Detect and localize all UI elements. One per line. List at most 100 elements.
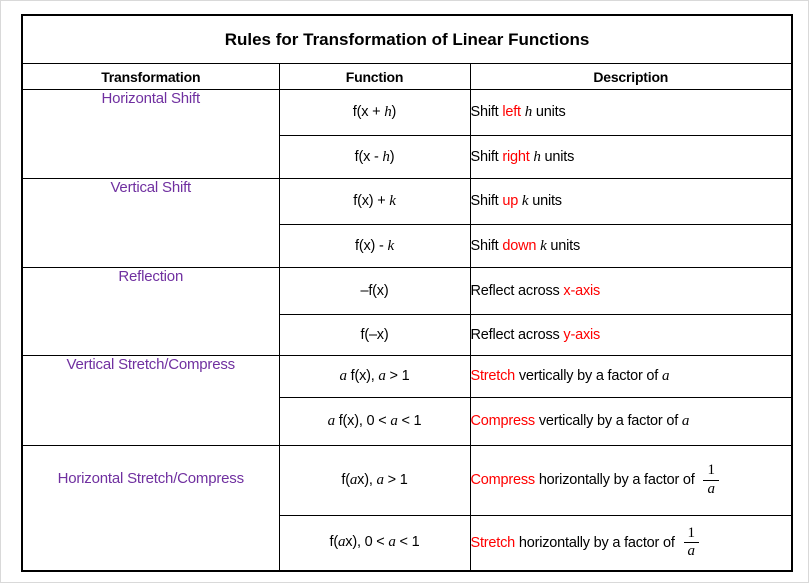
text-segment: k (540, 237, 547, 254)
function-cell: f(ax), a > 1 (278, 445, 471, 516)
function-cell: f(ax), 0 < a < 1 (278, 515, 471, 571)
text-segment: f(x) - (355, 237, 388, 254)
table-row: f(x - h) Shift right h units (22, 135, 793, 179)
function-cell: f(x - h) (278, 135, 471, 179)
text-segment: a (661, 368, 670, 384)
fraction-numerator: 1 (703, 462, 719, 481)
function-cell: –f(x) (278, 267, 471, 315)
function-cell: a f(x), 0 < a < 1 (278, 397, 471, 446)
description-cell: Shift right h units (469, 135, 793, 179)
text-segment: units (546, 237, 580, 254)
column-header-transformation: Transformation (21, 63, 280, 90)
text-segment: < 1 (397, 413, 422, 429)
text-segment: f(–x) (360, 327, 389, 343)
text-segment: Shift (470, 148, 503, 165)
table-row: a f(x), 0 < a < 1 Compress vertically by… (22, 397, 793, 446)
table-row: f(–x) Reflect across y-axis (22, 314, 793, 356)
text-segment: f(x), 0 < (334, 413, 391, 429)
function-cell: f(x) - k (278, 224, 471, 268)
text-segment: units (532, 104, 566, 120)
text-segment: f(x), (346, 368, 379, 384)
text-segment: y-axis (563, 327, 601, 343)
function-cell: f(–x) (278, 314, 471, 356)
column-header-description: Description (469, 63, 793, 90)
text-segment: Shift (470, 193, 503, 209)
table-row: Vertical Stretch/Compress a f(x), a > 1 … (21, 355, 793, 446)
text-segment: Shift (470, 237, 503, 254)
description-cell: Shift up k units (469, 178, 793, 225)
text-segment: > 1 (385, 368, 410, 384)
text-segment: h (533, 148, 541, 165)
text-segment: a (337, 534, 346, 551)
function-cell: f(x + h) (278, 89, 471, 136)
text-segment: a (376, 472, 385, 488)
description-cell: Reflect across y-axis (469, 314, 793, 356)
text-segment: horizontally by a factor of (534, 472, 699, 489)
function-cell: a f(x), a > 1 (278, 355, 471, 398)
text-segment: a (327, 413, 336, 429)
table-row: Vertical Shift f(x) + k Shift up k units (21, 178, 793, 268)
text-segment: Compress (470, 413, 535, 429)
text-segment: Stretch (470, 368, 516, 384)
text-segment: Reflect across (470, 327, 564, 343)
text-segment: < 1 (395, 534, 420, 551)
header-row: Transformation Function Description (21, 63, 793, 90)
text-segment: Stretch (470, 534, 516, 551)
text-segment: f(x) + (353, 193, 390, 209)
text-segment: a (388, 534, 396, 551)
text-segment: down (502, 237, 537, 254)
text-segment: f( (341, 472, 350, 488)
text-segment: x), 0 < (345, 534, 389, 551)
text-segment: k (387, 237, 394, 254)
transformation-label-horizontal-stretch-compress: Horizontal Stretch/Compress (21, 445, 280, 571)
text-segment: x), (357, 472, 377, 488)
text-segment: h (384, 104, 392, 120)
text-segment: a (349, 472, 358, 488)
table-row: Horizontal Stretch/Compress f(ax), a > 1… (21, 445, 793, 571)
table-title: Rules for Transformation of Linear Funct… (21, 14, 793, 64)
table-row: Reflection –f(x) Reflect across x-axis (21, 267, 793, 356)
text-segment: f( (329, 534, 338, 551)
text-segment: ) (391, 104, 397, 120)
table-row: Horizontal Shift f(x + h) Shift left h u… (21, 89, 793, 179)
transformation-label-vertical-stretch-compress: Vertical Stretch/Compress (21, 355, 280, 446)
text-segment: a (378, 368, 386, 384)
text-segment: a (339, 368, 347, 384)
function-cell: f(x) + k (278, 178, 471, 225)
text-segment: Shift (470, 104, 503, 120)
fraction-denominator: a (687, 543, 696, 560)
text-segment: > 1 (383, 472, 408, 488)
text-segment: f(x + (352, 104, 385, 120)
text-segment: f(x - (354, 148, 383, 165)
text-segment: a (681, 413, 690, 429)
text-segment: left (502, 104, 521, 120)
fraction-denominator: a (707, 481, 715, 497)
table-row: f(ax), 0 < a < 1 Stretch horizontally by… (22, 515, 793, 571)
text-segment: vertically by a factor of (534, 413, 682, 429)
text-segment: a (390, 413, 398, 429)
description-cell: Reflect across x-axis (469, 267, 793, 315)
text-segment: units (528, 193, 562, 209)
text-segment: Compress (470, 472, 535, 489)
description-cell: Shift left h units (469, 89, 793, 136)
text-segment: x-axis (563, 283, 601, 299)
text-segment: Reflect across (470, 283, 564, 299)
text-segment: k (521, 193, 529, 209)
title-row: Rules for Transformation of Linear Funct… (21, 14, 793, 64)
text-segment: units (540, 148, 575, 165)
description-cell: Shift down k units (469, 224, 793, 268)
fraction-numerator: 1 (683, 525, 699, 544)
text-segment: horizontally by a factor of (515, 534, 679, 551)
text-segment: k (389, 193, 396, 209)
text-segment: right (502, 148, 530, 165)
description-cell: Compress vertically by a factor of a (469, 397, 793, 446)
text-segment: up (502, 193, 519, 209)
text-segment: –f(x) (360, 283, 389, 299)
text-segment: vertically by a factor of (515, 368, 662, 384)
transformation-rules-table: Rules for Transformation of Linear Funct… (21, 14, 794, 572)
